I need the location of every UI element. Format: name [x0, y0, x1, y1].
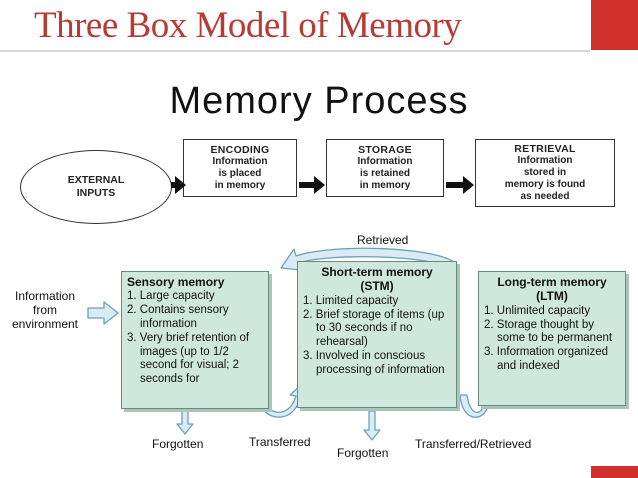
corner-accent-top: [591, 0, 638, 50]
stm-head: Short-term memory: [321, 265, 433, 279]
ltm-head: Long-term memory: [497, 275, 607, 289]
arrow-storage-to-retrieval: [446, 176, 474, 194]
information-from-environment-label: Information from environment: [11, 289, 79, 331]
slide-title: Three Box Model of Memory: [34, 5, 462, 46]
sensory-item: 2. Contains sensory information: [127, 304, 229, 330]
sensory-memory-head: Sensory memory: [127, 275, 225, 289]
stm-subhead: (STM): [360, 279, 394, 294]
sensory-item: 1. Large capacity: [127, 290, 215, 303]
arrow-inputs-to-encoding: [171, 176, 186, 194]
storage-head: STORAGE: [358, 143, 412, 156]
encoding-body: Information is placed in memory: [212, 156, 268, 192]
encoding-box: ENCODING Information is placed in memory: [183, 139, 297, 197]
retrieval-head: RETRIEVAL: [514, 142, 576, 155]
stm-item: 1. Limited capacity: [303, 294, 399, 307]
short-term-memory-box: Short-term memory (STM) 1. Limited capac…: [297, 261, 457, 408]
forgotten-label-stm: Forgotten: [337, 446, 389, 460]
transferred-label: Transferred: [249, 435, 311, 449]
external-inputs-label: EXTERNAL INPUTS: [67, 174, 125, 199]
forgotten-arrow-stm: [363, 410, 381, 441]
external-inputs-ellipse: EXTERNAL INPUTS: [20, 150, 172, 224]
ltm-item: 3. Information organized and indexed: [484, 346, 609, 372]
title-divider: [0, 50, 590, 52]
forgotten-arrow-sensory: [176, 409, 194, 435]
sensory-memory-box: Sensory memory 1. Large capacity 2. Cont…: [121, 271, 269, 409]
stm-item: 2. Brief storage of items (up to 30 seco…: [303, 308, 445, 349]
diagram-title: Memory Process: [169, 80, 469, 122]
storage-box: STORAGE Information is retained in memor…: [326, 139, 444, 197]
encoding-head: ENCODING: [210, 143, 270, 156]
ltm-item: 1. Unlimited capacity: [484, 304, 591, 317]
storage-body: Information is retained in memory: [357, 156, 413, 192]
arrow-encoding-to-storage: [299, 176, 325, 194]
ltm-item: 2. Storage thought by some to be permane…: [484, 318, 613, 345]
forgotten-label-sensory: Forgotten: [152, 437, 204, 451]
sensory-item: 3. Very brief retention of images (up to…: [127, 331, 250, 386]
long-term-memory-box: Long-term memory (LTM) 1. Unlimited capa…: [478, 271, 626, 406]
transferred-retrieved-label: Transferred/Retrieved: [415, 437, 532, 451]
ltm-subhead: (LTM): [536, 289, 568, 304]
retrieval-body: Information stored in memory is found as…: [504, 155, 586, 203]
stm-item: 3. Involved in conscious processing of i…: [303, 349, 445, 376]
retrieval-box: RETRIEVAL Information stored in memory i…: [475, 139, 615, 207]
corner-accent-bottom: [591, 466, 638, 478]
input-arrow: [87, 301, 119, 325]
retrieved-label: Retrieved: [357, 233, 409, 247]
